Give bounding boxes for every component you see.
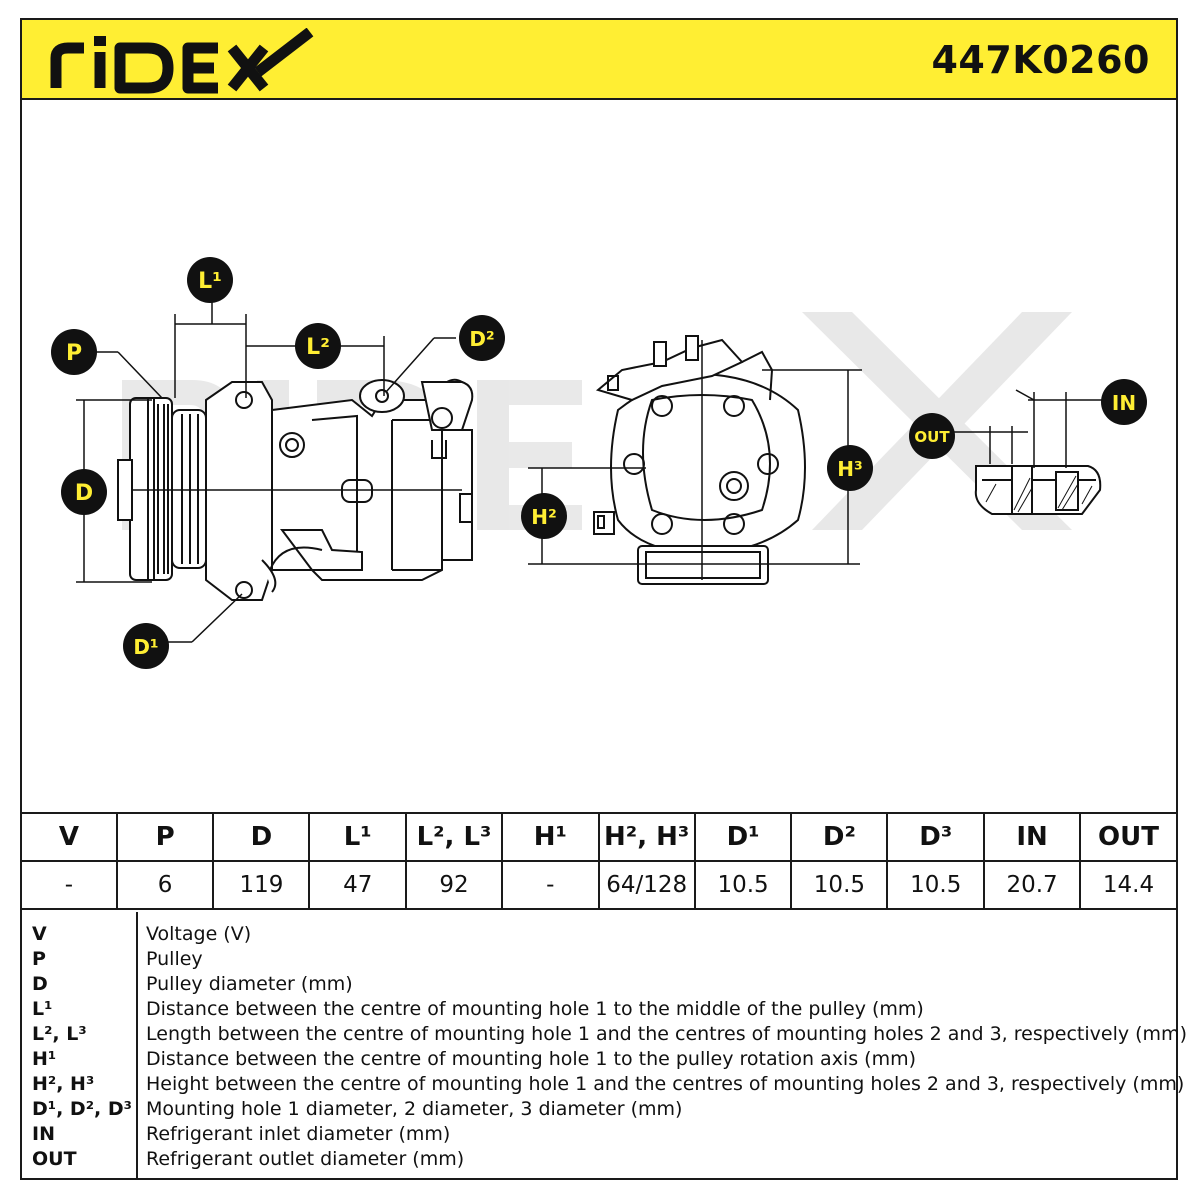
technical-drawing: L¹ L² P D D² D¹ <box>22 100 1176 812</box>
callout-H2: H² <box>521 493 567 539</box>
svg-text:H³: H³ <box>837 457 863 481</box>
spec-value-cell: - <box>500 860 600 910</box>
legend-description: Voltage (V) <box>146 923 252 945</box>
spec-value-cell: 10.5 <box>693 860 793 910</box>
spec-value-cell: 10.5 <box>790 860 889 910</box>
legend-description: Pulley diameter (mm) <box>146 973 353 995</box>
compressor-end-view <box>593 335 806 585</box>
legend-description: Pulley <box>146 948 203 970</box>
spec-value-cell: 119 <box>212 860 311 910</box>
legend-row: D Pulley diameter (mm) <box>22 972 1176 997</box>
svg-text:P: P <box>66 341 82 366</box>
spec-header-cell: D¹ <box>693 812 793 862</box>
svg-text:D: D <box>75 481 93 506</box>
spec-value-cell: 14.4 <box>1079 860 1178 910</box>
legend-description: Length between the centre of mounting ho… <box>146 1023 1187 1045</box>
callout-IN: IN <box>1101 379 1147 425</box>
legend-description: Mounting hole 1 diameter, 2 diameter, 3 … <box>146 1098 683 1120</box>
spec-header-cell: OUT <box>1079 812 1178 862</box>
svg-text:L²: L² <box>306 335 330 360</box>
spec-header-cell: L², L³ <box>405 812 503 862</box>
legend-key: OUT <box>32 1148 77 1170</box>
legend-key: D¹, D², D³ <box>32 1098 132 1120</box>
spec-header-cell: D³ <box>886 812 986 862</box>
legend-description: Distance between the centre of mounting … <box>146 998 924 1020</box>
spec-value-cell: 20.7 <box>983 860 1082 910</box>
legend-row: P Pulley <box>22 947 1176 972</box>
spec-header-cell: L¹ <box>308 812 408 862</box>
legend-row: IN Refrigerant inlet diameter (mm) <box>22 1122 1176 1147</box>
svg-text:H²: H² <box>531 505 557 529</box>
spec-header-cell: P <box>115 812 215 862</box>
spec-value-row: - 6 119 47 92 - 64/128 10.5 10.5 10.5 20… <box>20 860 1178 910</box>
legend-row: L¹ Distance between the centre of mounti… <box>22 997 1176 1022</box>
legend-key: IN <box>32 1123 55 1145</box>
legend-key: V <box>32 923 47 945</box>
legend-key: H¹ <box>32 1048 57 1070</box>
callout-L1: L¹ <box>187 257 233 303</box>
callout-D2: D² <box>459 315 505 361</box>
legend-description: Refrigerant inlet diameter (mm) <box>146 1123 451 1145</box>
legend-row: OUT Refrigerant outlet diameter (mm) <box>22 1147 1176 1172</box>
svg-text:L¹: L¹ <box>198 269 222 294</box>
header-bar: 447K0260 <box>20 18 1178 100</box>
legend-key: P <box>32 948 46 970</box>
spec-value-cell: - <box>20 860 118 910</box>
callout-P: P <box>51 329 97 375</box>
svg-text:D²: D² <box>469 327 494 351</box>
callout-L2: L² <box>295 323 341 369</box>
part-number: 447K0260 <box>931 38 1150 82</box>
dimension-lines-side <box>76 298 462 643</box>
spec-header-cell: H¹ <box>500 812 600 862</box>
spec-header-cell: V <box>20 812 118 862</box>
brand-logo <box>48 27 318 98</box>
spec-header-cell: IN <box>983 812 1082 862</box>
legend-description: Refrigerant outlet diameter (mm) <box>146 1148 465 1170</box>
spec-value-cell: 10.5 <box>886 860 986 910</box>
legend: V Voltage (V) P Pulley D Pulley diameter… <box>20 912 1187 1180</box>
port-section-view <box>974 465 1102 515</box>
callout-OUT: OUT <box>909 413 955 459</box>
legend-row: L², L³ Length between the centre of moun… <box>22 1022 1187 1047</box>
legend-row: H², H³ Height between the centre of moun… <box>22 1072 1184 1097</box>
callout-D: D <box>61 469 107 515</box>
spec-header-cell: D <box>212 812 311 862</box>
callouts: L¹ L² P D D² D¹ <box>51 257 1147 669</box>
legend-key: D <box>32 973 48 995</box>
legend-row: D¹, D², D³ Mounting hole 1 diameter, 2 d… <box>22 1097 1176 1122</box>
legend-key: H², H³ <box>32 1073 95 1095</box>
spec-header-row: V P D L¹ L², L³ H¹ H², H³ D¹ D² D³ IN OU… <box>20 812 1178 862</box>
spec-value-cell: 64/128 <box>597 860 696 910</box>
legend-key: L¹ <box>32 998 53 1020</box>
callout-H3: H³ <box>827 445 873 491</box>
spec-table: V P D L¹ L², L³ H¹ H², H³ D¹ D² D³ IN OU… <box>20 812 1178 910</box>
spec-value-cell: 6 <box>115 860 215 910</box>
svg-text:OUT: OUT <box>914 428 950 446</box>
legend-divider <box>136 912 138 1178</box>
legend-row: H¹ Distance between the centre of mounti… <box>22 1047 1176 1072</box>
callout-D1: D¹ <box>123 623 169 669</box>
legend-row: V Voltage (V) <box>22 922 1176 947</box>
legend-key: L², L³ <box>32 1023 87 1045</box>
spec-header-cell: D² <box>790 812 889 862</box>
compressor-side-view <box>117 378 474 601</box>
legend-description: Distance between the centre of mounting … <box>146 1048 916 1070</box>
legend-description: Height between the centre of mounting ho… <box>146 1073 1185 1095</box>
spec-value-cell: 92 <box>405 860 503 910</box>
spec-value-cell: 47 <box>308 860 408 910</box>
spec-header-cell: H², H³ <box>597 812 696 862</box>
svg-text:IN: IN <box>1112 391 1136 415</box>
svg-text:D¹: D¹ <box>133 635 158 659</box>
